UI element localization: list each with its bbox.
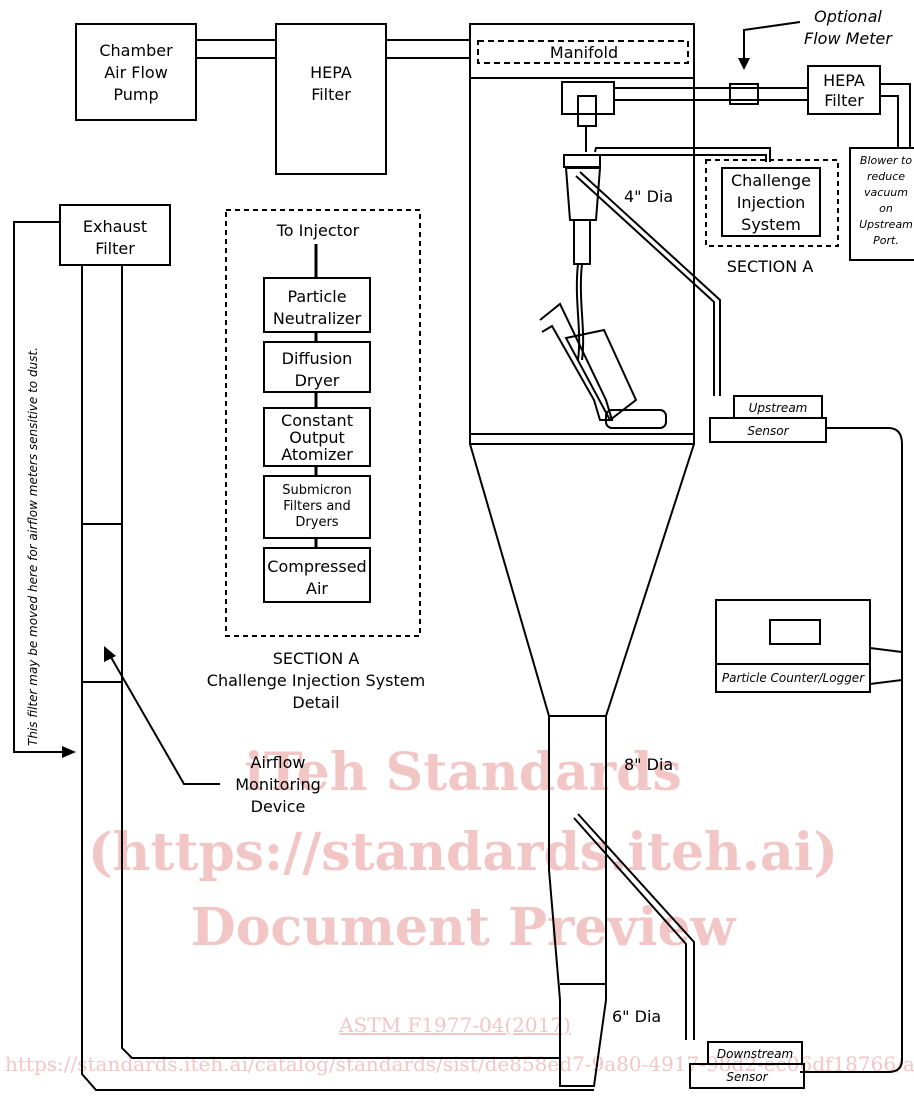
blower-label-1: Blower to bbox=[860, 154, 912, 167]
particle-neutralizer-label-2: Neutralizer bbox=[273, 309, 362, 328]
compressed-air-box bbox=[263, 547, 371, 603]
submicron-label-2: Filters and bbox=[283, 499, 351, 514]
particle-counter-box bbox=[715, 599, 871, 693]
hepa-label-1: HEPA bbox=[310, 63, 352, 82]
atomizer-label-1: Constant bbox=[281, 411, 353, 430]
section-a-caption-2: Challenge Injection System bbox=[207, 671, 425, 690]
blower-label-5: Upstream bbox=[859, 218, 913, 231]
airflow-device-label-3: Device bbox=[251, 797, 306, 816]
watermark-line-2: (https://standards.iteh.ai) bbox=[88, 822, 838, 883]
exhaust-filter-box bbox=[59, 204, 171, 266]
arrow-head bbox=[104, 646, 116, 662]
section-a-dashed-box bbox=[705, 159, 839, 247]
diffusion-dryer-label-1: Diffusion bbox=[282, 349, 353, 368]
arrow-head bbox=[738, 58, 750, 70]
downstream-label: Downstream bbox=[717, 1047, 793, 1061]
challenge-label-1: Challenge bbox=[731, 171, 811, 190]
submicron-label-3: Dryers bbox=[295, 515, 338, 530]
upstream-label: Upstream bbox=[749, 401, 808, 415]
hepa-right-label-2: Filter bbox=[824, 91, 864, 110]
blower-label-2: reduce bbox=[867, 170, 905, 183]
manifold-label: Manifold bbox=[550, 43, 618, 62]
watermark-line-1: iTeh Standards bbox=[244, 742, 682, 803]
hepa-filter-box bbox=[275, 23, 387, 175]
challenge-label-3: System bbox=[741, 215, 801, 234]
hepa-label-2: Filter bbox=[311, 85, 351, 104]
airflow-device-label-1: Airflow bbox=[251, 753, 306, 772]
section-a-caption-3: Detail bbox=[292, 693, 339, 712]
compressed-air-label-2: Air bbox=[306, 579, 328, 598]
exhaust-filter-label-1: Exhaust bbox=[83, 217, 147, 236]
watermark-line-3: Document Preview bbox=[191, 897, 737, 958]
atomizer-label-3: Atomizer bbox=[281, 445, 353, 464]
diffusion-dryer-label-2: Dryer bbox=[295, 371, 340, 390]
side-note-label: This filter may be moved here for airflo… bbox=[26, 347, 40, 746]
blower-box bbox=[849, 147, 914, 261]
airflow-device-label-2: Monitoring bbox=[235, 775, 321, 794]
optional-flow-meter bbox=[729, 83, 759, 105]
funnel-duct bbox=[469, 443, 695, 1087]
hepa-filter-right-box bbox=[807, 65, 881, 115]
downstream-sensor-label: Sensor bbox=[726, 1070, 768, 1084]
arrow-head bbox=[62, 746, 76, 758]
upstream-sensor-label: Sensor bbox=[747, 424, 789, 438]
compressed-air-label-1: Compressed bbox=[267, 557, 366, 576]
dia-6-label: 6" Dia bbox=[612, 1007, 661, 1026]
optional-flow-meter-label-2: Flow Meter bbox=[804, 29, 893, 48]
dia-4-label: 4" Dia bbox=[624, 187, 673, 206]
blower-label-6: Port. bbox=[873, 234, 899, 247]
exhaust-filter-label-2: Filter bbox=[95, 239, 135, 258]
section-a-detail-box bbox=[225, 209, 421, 637]
labels: Chamber Air Flow Pump HEPA Filter Manifo… bbox=[26, 7, 913, 1084]
atomizer-label-2: Output bbox=[289, 428, 345, 447]
particle-counter-label: Particle Counter/Logger bbox=[722, 671, 865, 685]
chamber-air-flow-pump-box bbox=[75, 23, 197, 121]
watermark-line-4: ASTM F1977-04(2017) bbox=[338, 1013, 571, 1037]
upstream-sensor-box bbox=[709, 417, 827, 443]
watermark: iTeh Standards (https://standards.iteh.a… bbox=[5, 742, 914, 1076]
challenge-injection-box bbox=[721, 167, 821, 237]
blower-label-3: vacuum bbox=[864, 186, 908, 199]
particle-neutralizer-label-1: Particle bbox=[287, 287, 346, 306]
submicron-label-1: Submicron bbox=[282, 483, 351, 498]
section-a-label: SECTION A bbox=[727, 257, 814, 276]
blower-label-4: on bbox=[879, 202, 893, 215]
section-a-caption-1: SECTION A bbox=[273, 649, 360, 668]
test-chamber bbox=[469, 23, 695, 445]
optional-flow-meter-label-1: Optional bbox=[814, 7, 882, 26]
chamber-pump-label-1: Chamber bbox=[99, 41, 173, 60]
challenge-label-2: Injection bbox=[737, 193, 806, 212]
hepa-right-label-1: HEPA bbox=[823, 71, 865, 90]
chamber-pump-label-3: Pump bbox=[113, 85, 158, 104]
to-injector-label: To Injector bbox=[276, 221, 360, 240]
downstream-sensor-box bbox=[689, 1063, 805, 1089]
manifold-box bbox=[477, 40, 689, 64]
chamber-pump-label-2: Air Flow bbox=[104, 63, 168, 82]
dia-8-label: 8" Dia bbox=[624, 755, 673, 774]
